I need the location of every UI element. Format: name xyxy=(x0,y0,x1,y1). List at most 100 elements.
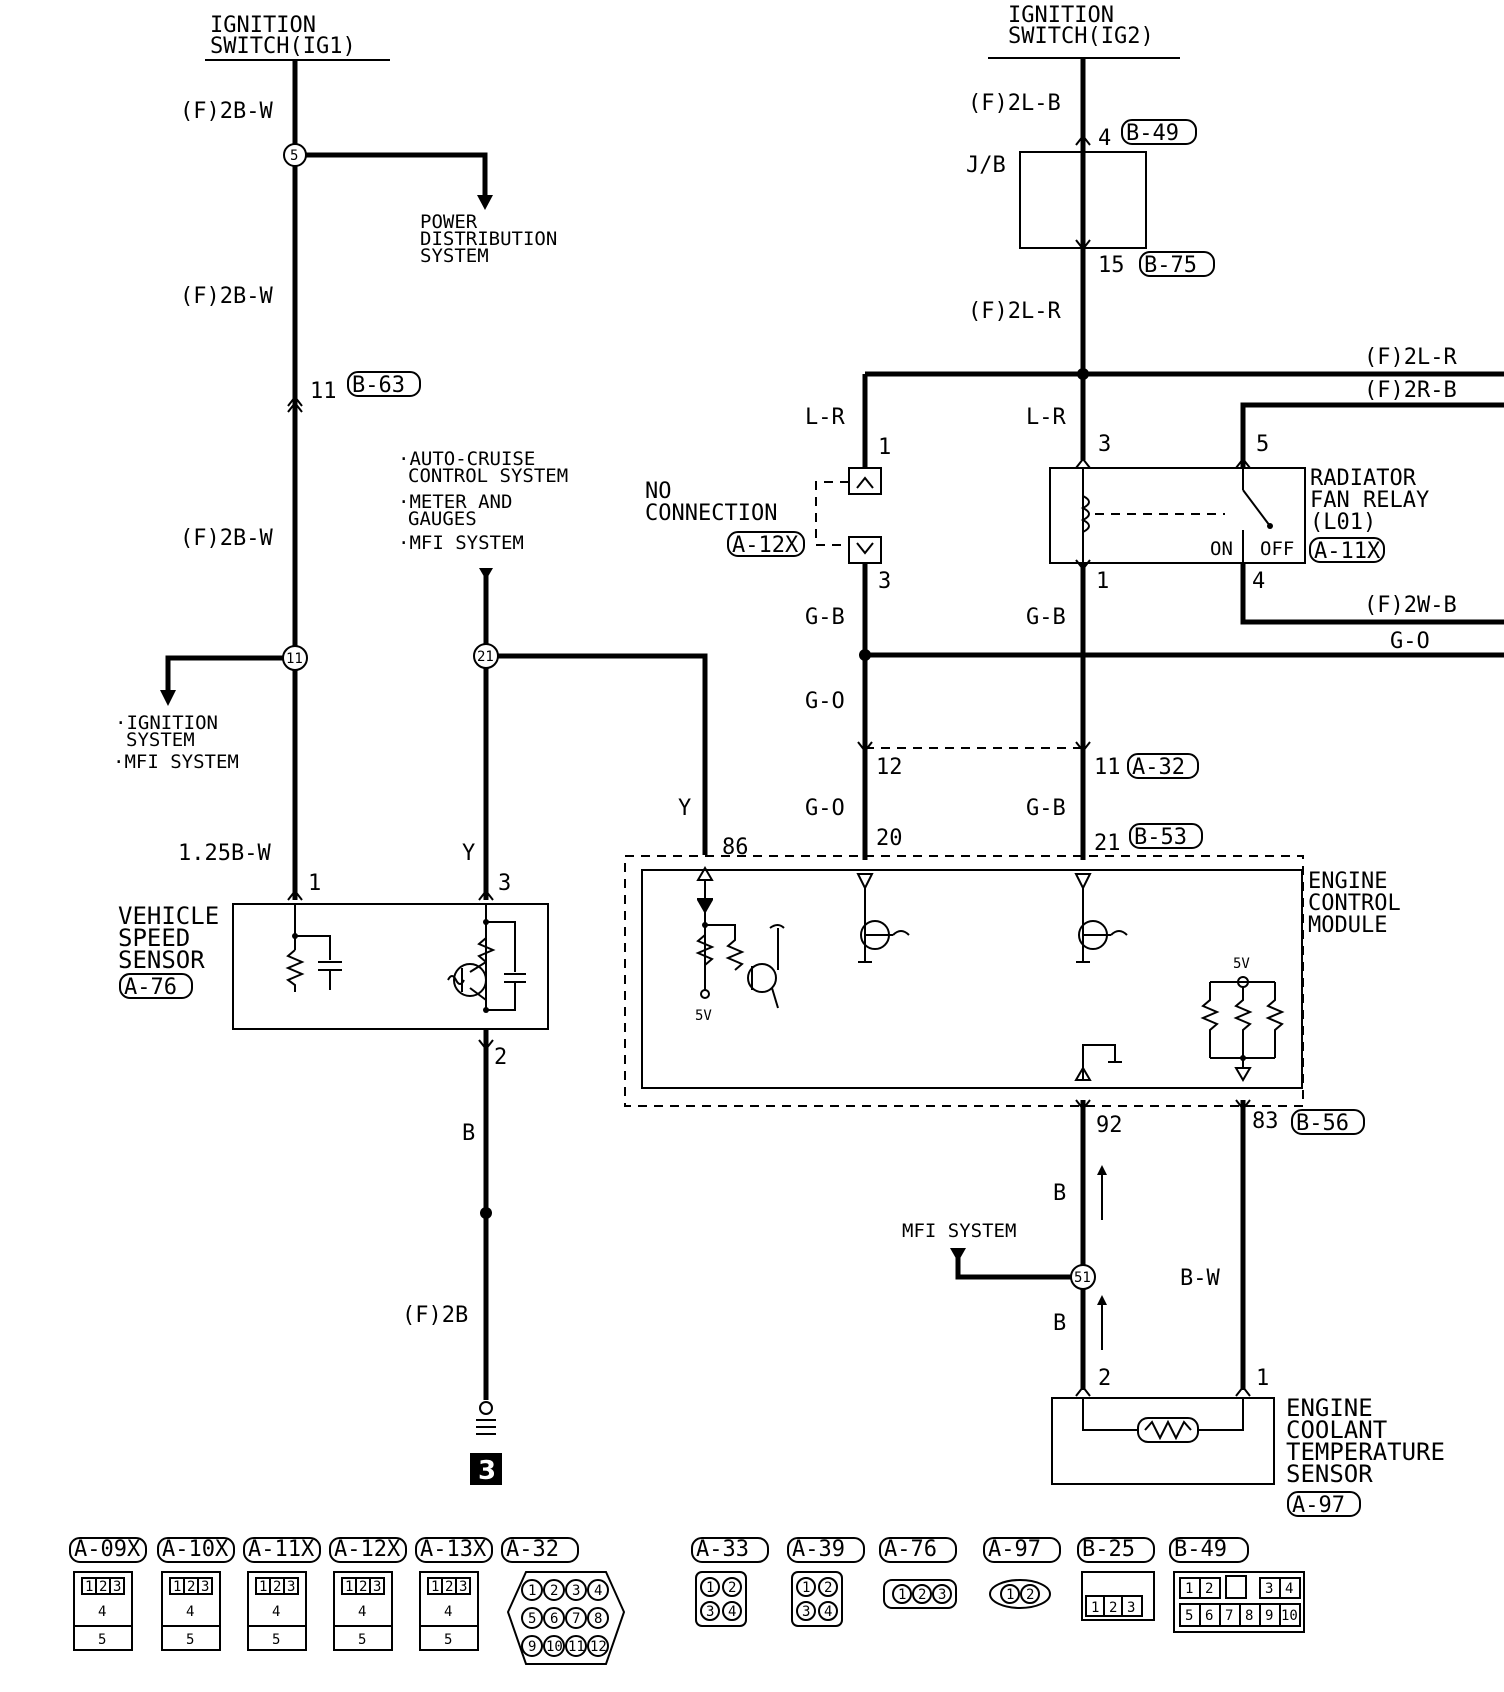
legend-label-box xyxy=(983,1537,1061,1563)
wire-label-2lr: (F)2L-R xyxy=(968,299,1061,324)
legend-pin: 2 xyxy=(728,1580,736,1596)
pin-ects-2: 2 xyxy=(1098,1366,1111,1391)
legend-pin: 1 xyxy=(1006,1587,1014,1603)
wire-label-lr-right: L-R xyxy=(1026,405,1066,430)
connector-a76: A-76 xyxy=(124,975,177,1000)
legend-pin: 2 xyxy=(445,1579,453,1595)
pin-jb-in: 4 xyxy=(1098,126,1111,151)
legend-pin: 1 xyxy=(345,1579,353,1595)
vss-label-3: SENSOR xyxy=(118,946,205,974)
ig2-label-line1: IGNITION xyxy=(1008,3,1114,28)
legend-label-box xyxy=(243,1537,321,1563)
power-dist-label-2: DISTRIBUTION xyxy=(420,228,557,250)
connector-a11x-box xyxy=(1309,537,1385,563)
wire-label-lr-left: L-R xyxy=(805,405,845,430)
connector-a97: A-97 xyxy=(1292,1493,1345,1518)
connector-b53: B-53 xyxy=(1134,825,1187,850)
wire-label-gb-left: G-B xyxy=(805,605,845,630)
radiator-fan-relay-box xyxy=(1049,467,1306,564)
wire-label-go-left: G-O xyxy=(805,689,845,714)
connector-b56: B-56 xyxy=(1296,1111,1349,1136)
power-dist-label-3: SYSTEM xyxy=(420,245,489,267)
pin-ecm-20: 20 xyxy=(876,826,903,851)
splice-21-label: 21 xyxy=(477,649,494,665)
legend-connector-label: A-13X xyxy=(420,1537,487,1562)
pin-vss-2: 2 xyxy=(494,1045,507,1070)
relay-label-2: FAN RELAY xyxy=(1310,488,1429,513)
legend-pin: 2 xyxy=(187,1579,195,1595)
nc-label-2: CONNECTION xyxy=(645,501,777,526)
legend-pin: 5 xyxy=(358,1632,366,1648)
legend-pin: 5 xyxy=(1185,1608,1193,1624)
pin-nc-1: 1 xyxy=(878,435,891,460)
relay-label-3: (L01) xyxy=(1310,510,1376,535)
legend-pin: 3 xyxy=(938,1587,946,1603)
legend-pin: 2 xyxy=(99,1579,107,1595)
legend-pin: 3 xyxy=(706,1604,714,1620)
legend-label-box xyxy=(329,1537,407,1563)
connector-b56-box xyxy=(1291,1109,1365,1135)
legend-pin: 1 xyxy=(528,1583,536,1599)
legend-pin: 2 xyxy=(550,1583,558,1599)
ign-system-label-1: ·IGNITION xyxy=(115,712,218,734)
wire-label-gb-right2: G-B xyxy=(1026,796,1066,821)
legend-label-box xyxy=(69,1537,147,1563)
wire-label-2bw-a: (F)2B-W xyxy=(180,99,273,124)
splice-21 xyxy=(473,643,499,669)
ig2-label-line2: SWITCH(IG2) xyxy=(1008,24,1154,49)
legend-label-box xyxy=(501,1537,579,1563)
splice-11-label: 11 xyxy=(286,651,303,667)
legend-pin: 7 xyxy=(572,1611,580,1627)
wire-to-ignition-system xyxy=(165,655,295,697)
legend-connector-label: A-76 xyxy=(884,1537,937,1562)
relay-off-label: OFF xyxy=(1260,538,1294,560)
legend-pin: 4 xyxy=(98,1604,106,1620)
legend-pin: 3 xyxy=(1265,1581,1273,1597)
legend-label-box xyxy=(1169,1537,1249,1563)
ects-label-2: COOLANT xyxy=(1286,1416,1387,1444)
wire-label-2b: (F)2B xyxy=(402,1303,468,1328)
legend-pin: 2 xyxy=(273,1579,281,1595)
wire-label-b-92b: B xyxy=(1053,1311,1066,1336)
pin-relay-5: 5 xyxy=(1256,432,1269,457)
pin-ects-1: 1 xyxy=(1256,1366,1269,1391)
wire-2rb xyxy=(1240,402,1504,468)
legend-pin: 3 xyxy=(1127,1600,1135,1616)
connector-a76-box xyxy=(119,973,193,999)
legend-pin: 9 xyxy=(528,1639,536,1655)
legend-connector-label: A-33 xyxy=(696,1537,749,1562)
ig1-label-line2: SWITCH(IG1) xyxy=(210,34,356,59)
pin-ecm-92: 92 xyxy=(1096,1113,1123,1138)
legend-connector-label: A-97 xyxy=(988,1537,1041,1562)
legend-connector-label: A-11X xyxy=(248,1537,315,1562)
legend-pin: 3 xyxy=(287,1579,295,1595)
legend-pin: 11 xyxy=(568,1639,585,1655)
pin-ecm-83: 83 xyxy=(1252,1109,1279,1134)
auto-cruise-label-4: GAUGES xyxy=(408,508,477,530)
connector-nc-top xyxy=(848,467,882,495)
legend-pin: 3 xyxy=(459,1579,467,1595)
legend-pin: 10 xyxy=(1281,1608,1298,1624)
wire-to-mfi xyxy=(955,1255,1083,1280)
pin-a32-12: 12 xyxy=(876,755,903,780)
connector-b49: B-49 xyxy=(1126,121,1179,146)
ground-point-box xyxy=(470,1453,502,1485)
vehicle-speed-sensor-box xyxy=(232,903,549,1030)
wire-label-b-ground: B xyxy=(462,1121,475,1146)
legend-connector-label: B-49 xyxy=(1174,1537,1227,1562)
ecm-5v-a: 5V xyxy=(695,1008,712,1024)
ig1-label-line1: IGNITION xyxy=(210,13,316,38)
relay-on-label: ON xyxy=(1210,538,1233,560)
auto-cruise-label-5: ·MFI SYSTEM xyxy=(398,532,524,554)
legend-connector-label: B-25 xyxy=(1082,1537,1135,1562)
power-dist-label-1: POWER xyxy=(420,211,478,233)
mfi-system-label: MFI SYSTEM xyxy=(902,1220,1016,1242)
connector-b75: B-75 xyxy=(1144,253,1197,278)
wire-2wb xyxy=(1240,563,1504,625)
legend-pin: 3 xyxy=(802,1604,810,1620)
